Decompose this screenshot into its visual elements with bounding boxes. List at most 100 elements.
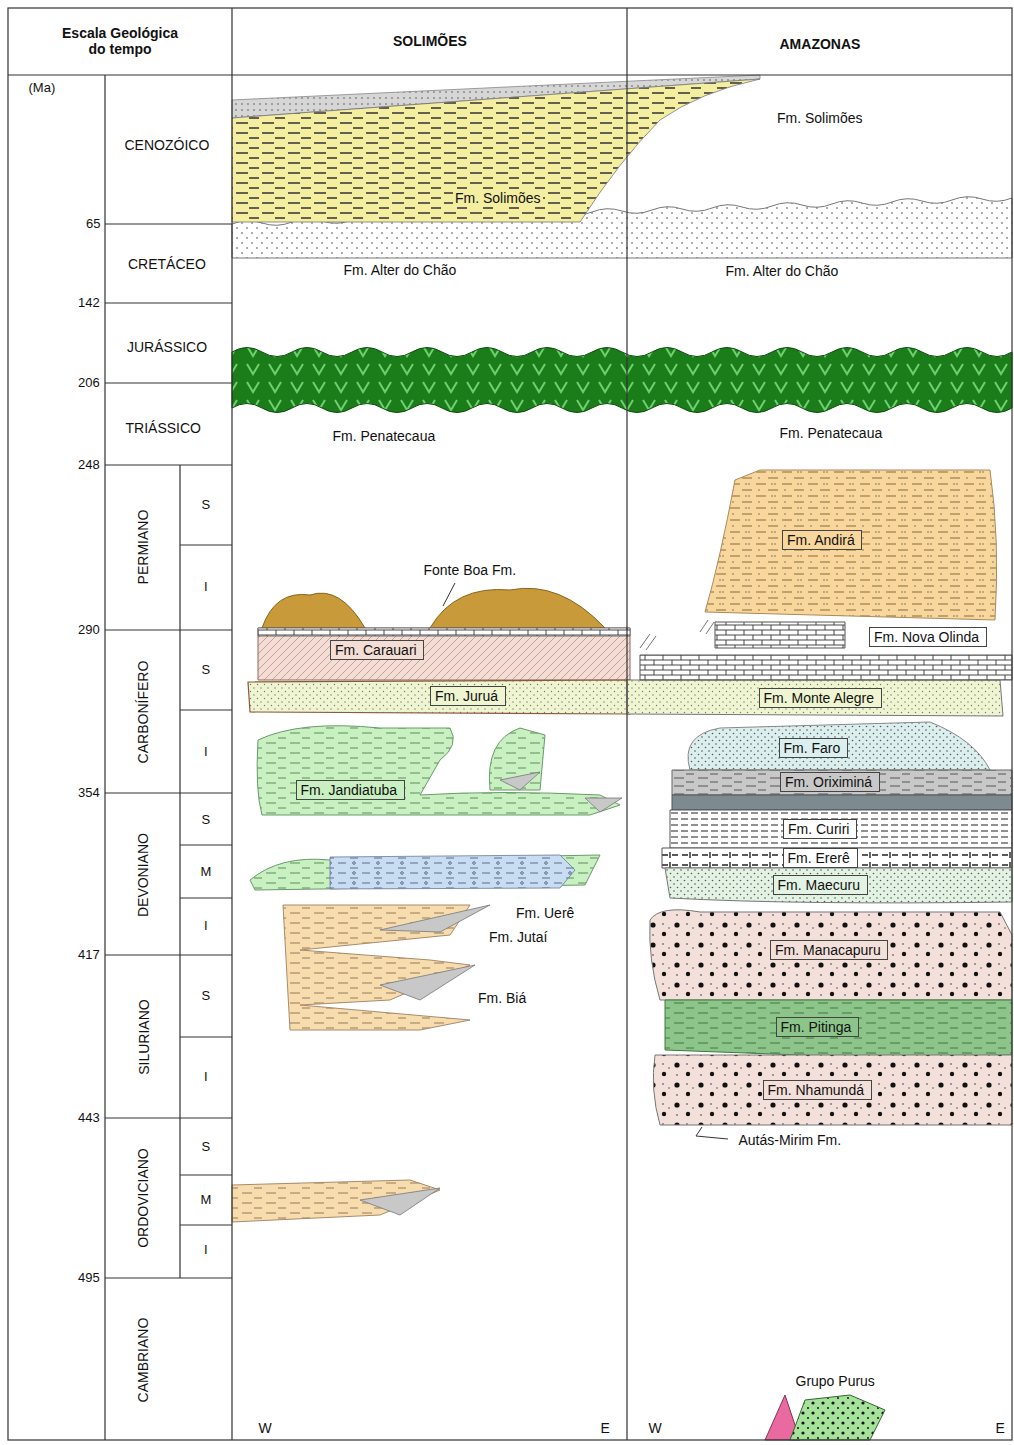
- formation-box: Fm. Oriximiná: [780, 772, 880, 792]
- epoch-letter: S: [202, 663, 211, 678]
- formation-name: Fm. Nova Olinda: [874, 629, 982, 645]
- purus-body: [790, 1395, 885, 1440]
- formation-label: Fm. Uerê: [516, 905, 574, 921]
- period-name: CARBONÍFERO: [135, 661, 151, 764]
- period-name-slot: CAMBRIANO: [135, 1318, 151, 1403]
- epoch-letter-slot: I: [204, 745, 208, 760]
- age-number: 248: [78, 458, 100, 473]
- direction-letter-slot: W: [259, 1420, 272, 1436]
- formation-name: Fm. Maecuru: [778, 877, 863, 893]
- formation-box: Fm. Maecuru: [773, 875, 868, 895]
- direction-letter-slot: E: [601, 1420, 610, 1436]
- formation-name: Fm. Juruá: [435, 688, 501, 704]
- formation-label-slot: Fm. Solimões: [453, 190, 543, 206]
- formation-box: Fm. Ererê: [783, 848, 858, 868]
- faro-layer: [688, 722, 990, 770]
- age-number: 354: [78, 786, 100, 801]
- sand-wedge: [380, 965, 475, 1000]
- epoch-letter-slot: S: [202, 989, 211, 1004]
- formation-box: Fm. Curiri: [783, 819, 857, 839]
- formation-name: Fm. Curiri: [788, 821, 852, 837]
- jandiatuba-layer: [257, 726, 620, 815]
- period-name: JURÁSSICO: [127, 339, 207, 355]
- formation-label: Fm. Penatecaua: [780, 425, 883, 441]
- age-number-slot: 354: [78, 786, 100, 801]
- formation-label: Fm. Alter do Chão: [726, 263, 839, 279]
- nova-olinda-block: [715, 622, 845, 648]
- epoch-letter: S: [202, 813, 211, 828]
- formation-label-slot: Fonte Boa Fm.: [424, 562, 517, 578]
- epoch-letter: I: [204, 580, 208, 595]
- solimoes-layer: [232, 79, 760, 222]
- header-cell-slot: SOLIMÕES: [393, 33, 467, 49]
- formation-label: Fonte Boa Fm.: [424, 562, 517, 578]
- epoch-letter-slot: I: [204, 1243, 208, 1258]
- formation-box: Fm. Nova Olinda: [869, 627, 987, 647]
- formation-box: Fm. Pitinga: [776, 1017, 859, 1037]
- epoch-letter: I: [204, 919, 208, 934]
- age-number: 417: [78, 948, 100, 963]
- monte-alegre-layer: [627, 680, 1003, 716]
- epoch-letter: I: [204, 1070, 208, 1085]
- epoch-letter-slot: M: [201, 865, 212, 880]
- table-border: [8, 8, 1012, 1440]
- nhamunda-layer: [653, 1055, 1012, 1125]
- direction-letter-slot: E: [996, 1420, 1005, 1436]
- manacapuru-layer: [650, 910, 1012, 1000]
- header-cell: Escala Geológica do tempo: [55, 25, 185, 57]
- formation-name: Fm. Jandiatuba: [301, 782, 400, 798]
- age-number-slot: 495: [78, 1271, 100, 1286]
- leader-line: [443, 583, 455, 606]
- pitinga-layer: [665, 1000, 1012, 1058]
- epoch-letter: S: [202, 989, 211, 1004]
- formation-box: Fm. Manacapuru: [770, 940, 888, 960]
- limestone-strip: [258, 628, 630, 636]
- formation-name: Fm. Pitinga: [781, 1019, 854, 1035]
- formation-label: Fm. Biá: [478, 990, 526, 1006]
- formation-name: Fm. Faro: [784, 740, 843, 756]
- leader-line: [696, 1127, 728, 1139]
- epoch-letter-slot: I: [204, 919, 208, 934]
- header-line: [8, 74, 1012, 75]
- age-lines: [105, 224, 232, 1278]
- formation-label: Fm. Jutaí: [489, 929, 547, 945]
- andira-layer: [705, 470, 997, 620]
- formation-label-slot: Fm. Alter do Chão: [344, 262, 457, 278]
- formation-label-slot: Grupo Purus: [796, 1373, 875, 1389]
- formation-label-slot: Fm. Penatecaua: [333, 428, 436, 444]
- epoch-letter-slot: I: [204, 580, 208, 595]
- period-name-slot: JURÁSSICO: [127, 339, 207, 355]
- header-cell: AMAZONAS: [780, 36, 861, 52]
- formation-label-slot: Fm. Jutaí: [489, 929, 547, 945]
- period-name-slot: TRIÁSSICO: [126, 420, 201, 436]
- uere-layer: [330, 855, 575, 889]
- period-name: DEVONIANO: [135, 833, 151, 917]
- age-number-slot: 443: [78, 1111, 100, 1126]
- age-number: 495: [78, 1271, 100, 1286]
- age-number-slot: 142: [78, 296, 100, 311]
- jandiatuba-layer: [489, 728, 545, 790]
- period-name-slot: SILURIANO: [135, 999, 151, 1074]
- formation-name: Fm. Carauari: [335, 642, 419, 658]
- age-number-slot: 290: [78, 623, 100, 638]
- curiri-layer: [670, 810, 1012, 848]
- formation-name: Fm. Monte Alegre: [764, 690, 877, 706]
- period-name-slot: CARBONÍFERO: [135, 661, 151, 764]
- period-name: TRIÁSSICO: [126, 420, 201, 436]
- direction-letter: E: [601, 1420, 610, 1436]
- formation-label-slot: Fm. Solimões: [777, 110, 863, 126]
- period-name: PERMIANO: [135, 510, 151, 585]
- age-number: 206: [78, 376, 100, 391]
- age-number-slot: 417: [78, 948, 100, 963]
- penatecaua-layer: [232, 348, 1012, 413]
- unconformity-hatch: [640, 620, 714, 650]
- unit-label-slot: (Ma): [29, 81, 56, 96]
- subdivision-lines: [180, 545, 232, 1225]
- maecuru-layer: [665, 868, 1012, 903]
- period-name: CAMBRIANO: [135, 1318, 151, 1403]
- period-name-slot: CRETÁCEO: [128, 256, 206, 272]
- table-grid: [8, 8, 1012, 1440]
